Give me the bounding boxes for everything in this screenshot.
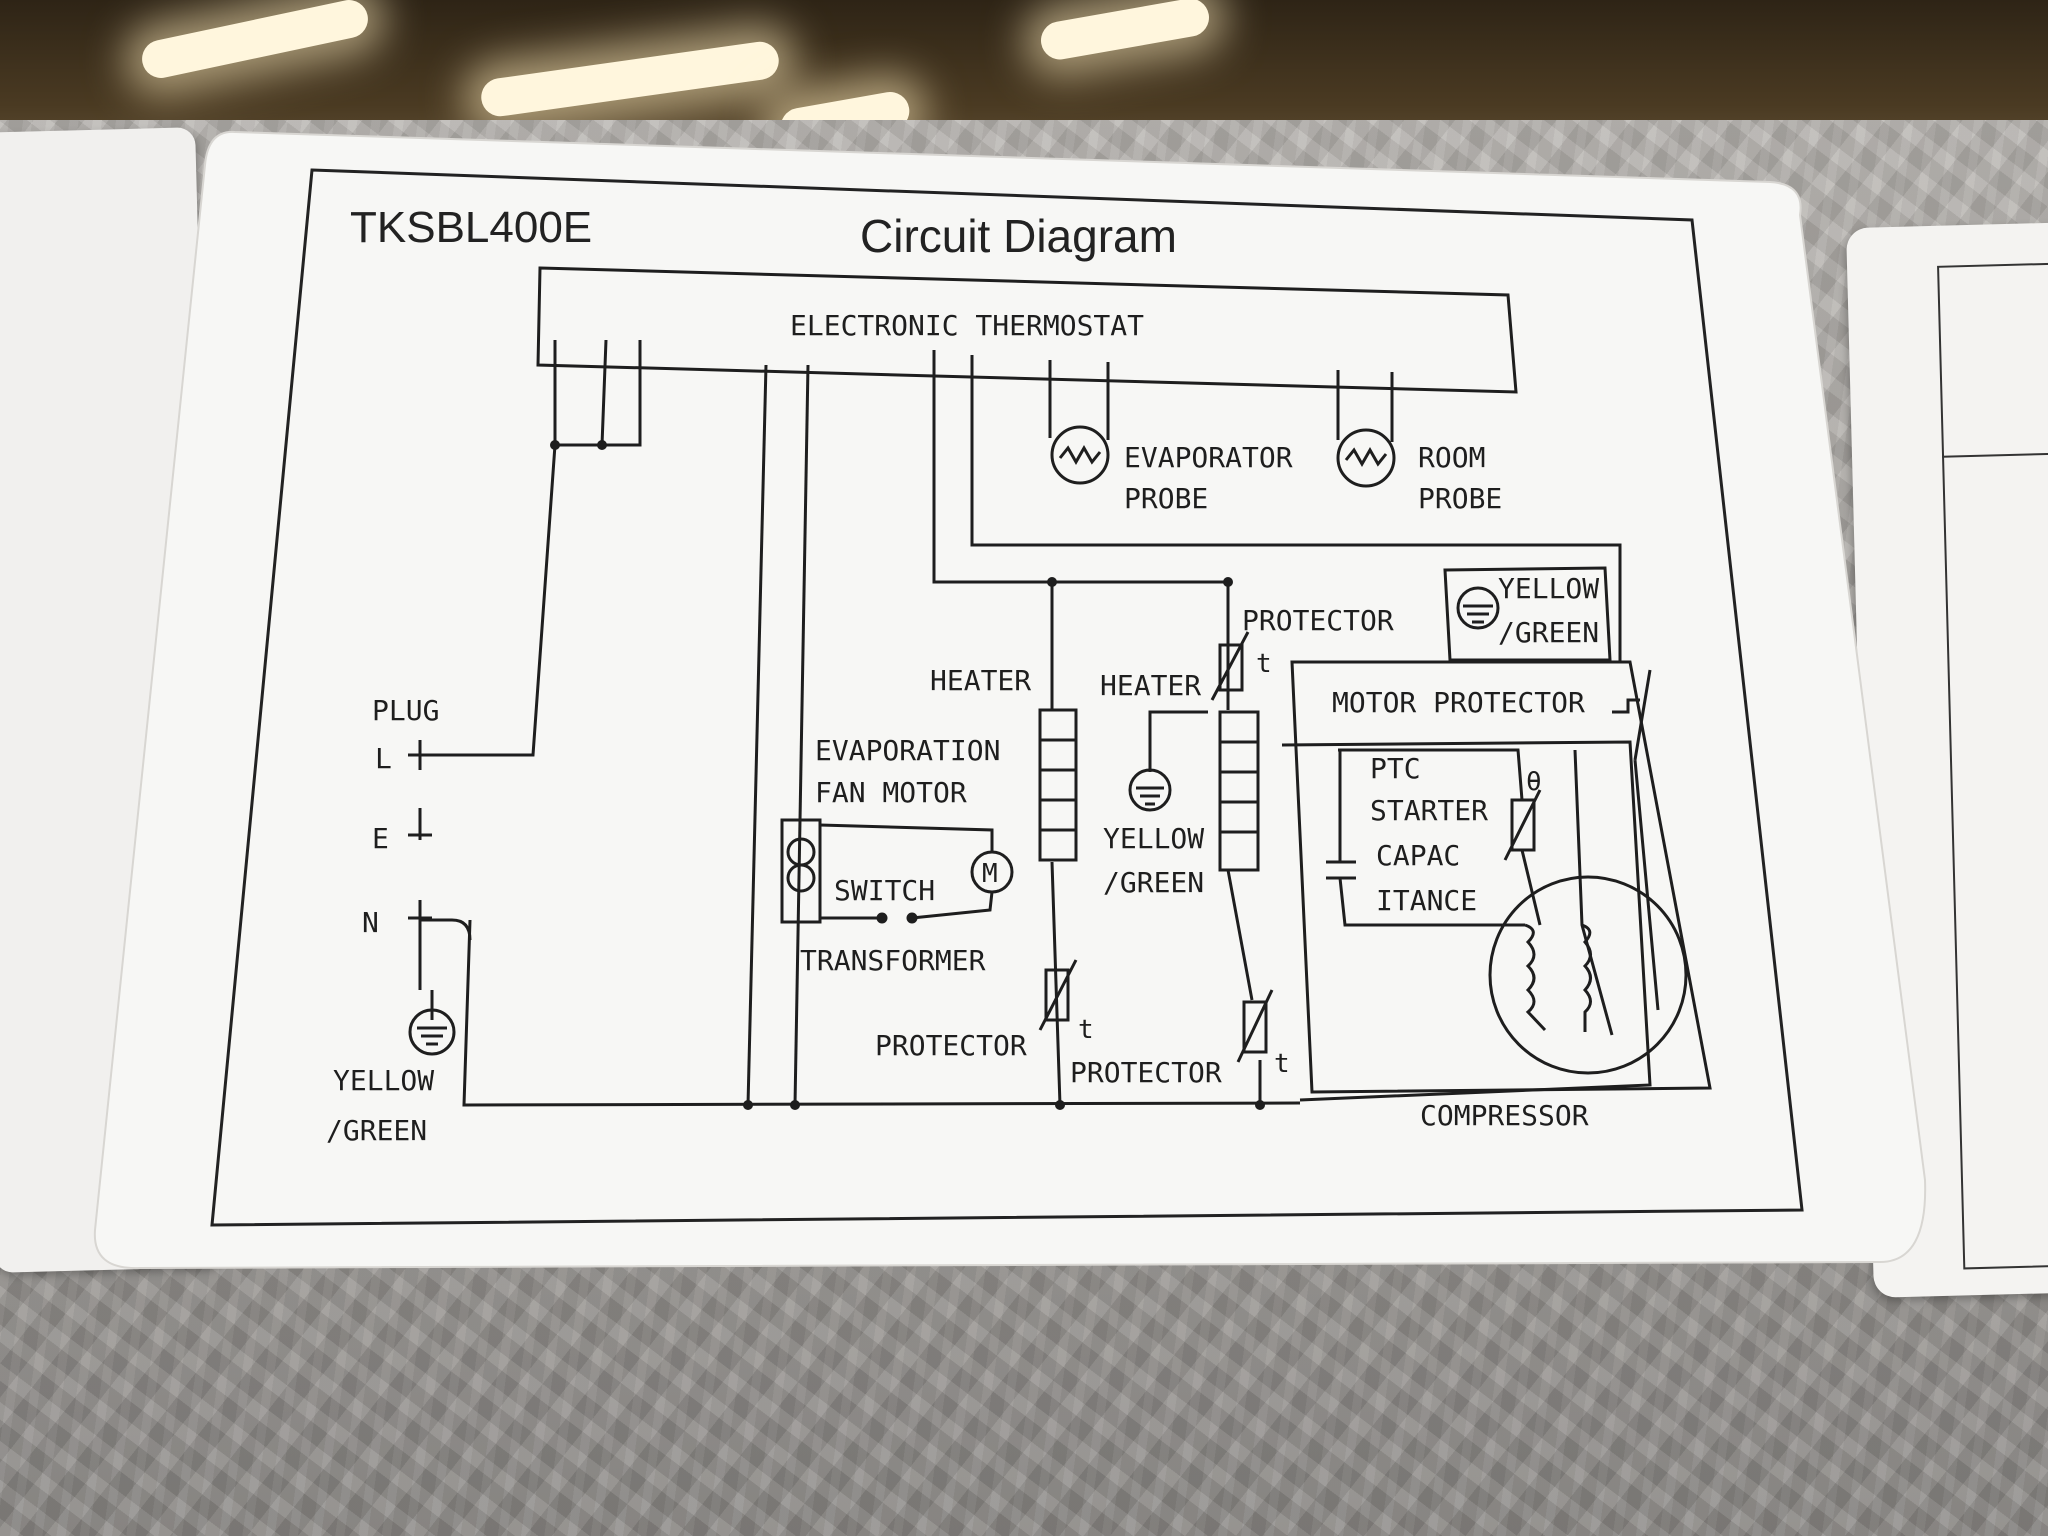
ceiling-light [138,0,372,82]
ceiling-light [478,39,782,119]
galvanized-steel-panel [0,120,2048,1536]
adjacent-label-border [1937,261,2048,1270]
ceiling-light [1037,0,1213,63]
adjacent-label-right [1846,222,2048,1298]
adjacent-label-left [0,127,225,1273]
